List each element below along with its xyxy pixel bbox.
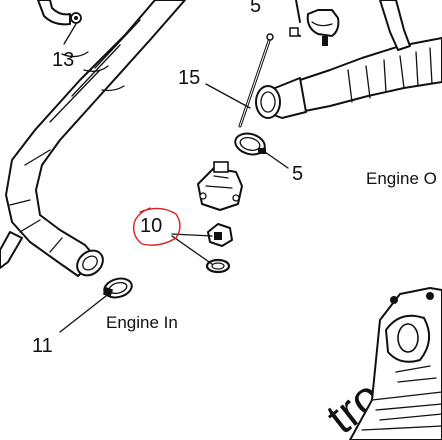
annotation-circle	[132, 207, 181, 246]
callout-10: 10	[140, 215, 162, 237]
part-11-clamp	[102, 277, 133, 299]
part-10-sensor	[205, 223, 233, 274]
part-15-rod	[238, 33, 274, 128]
callout-13: 13	[52, 49, 74, 71]
part-13-fitting	[37, 0, 82, 26]
callout-5-top: 5	[250, 0, 261, 17]
part-5-clamp-top	[289, 0, 340, 46]
hose-engine-in	[0, 0, 186, 277]
leader-lines	[59, 23, 289, 333]
thermostat-housing	[197, 161, 243, 211]
part-5-clamp	[234, 132, 266, 156]
engine-block	[349, 287, 442, 440]
label-engine-out: Engine O	[366, 169, 437, 188]
hose-engine-out	[255, 0, 442, 119]
callout-11: 11	[32, 335, 53, 357]
label-engine-in: Engine In	[106, 313, 178, 332]
callout-5: 5	[292, 163, 303, 185]
callout-15: 15	[178, 67, 200, 89]
